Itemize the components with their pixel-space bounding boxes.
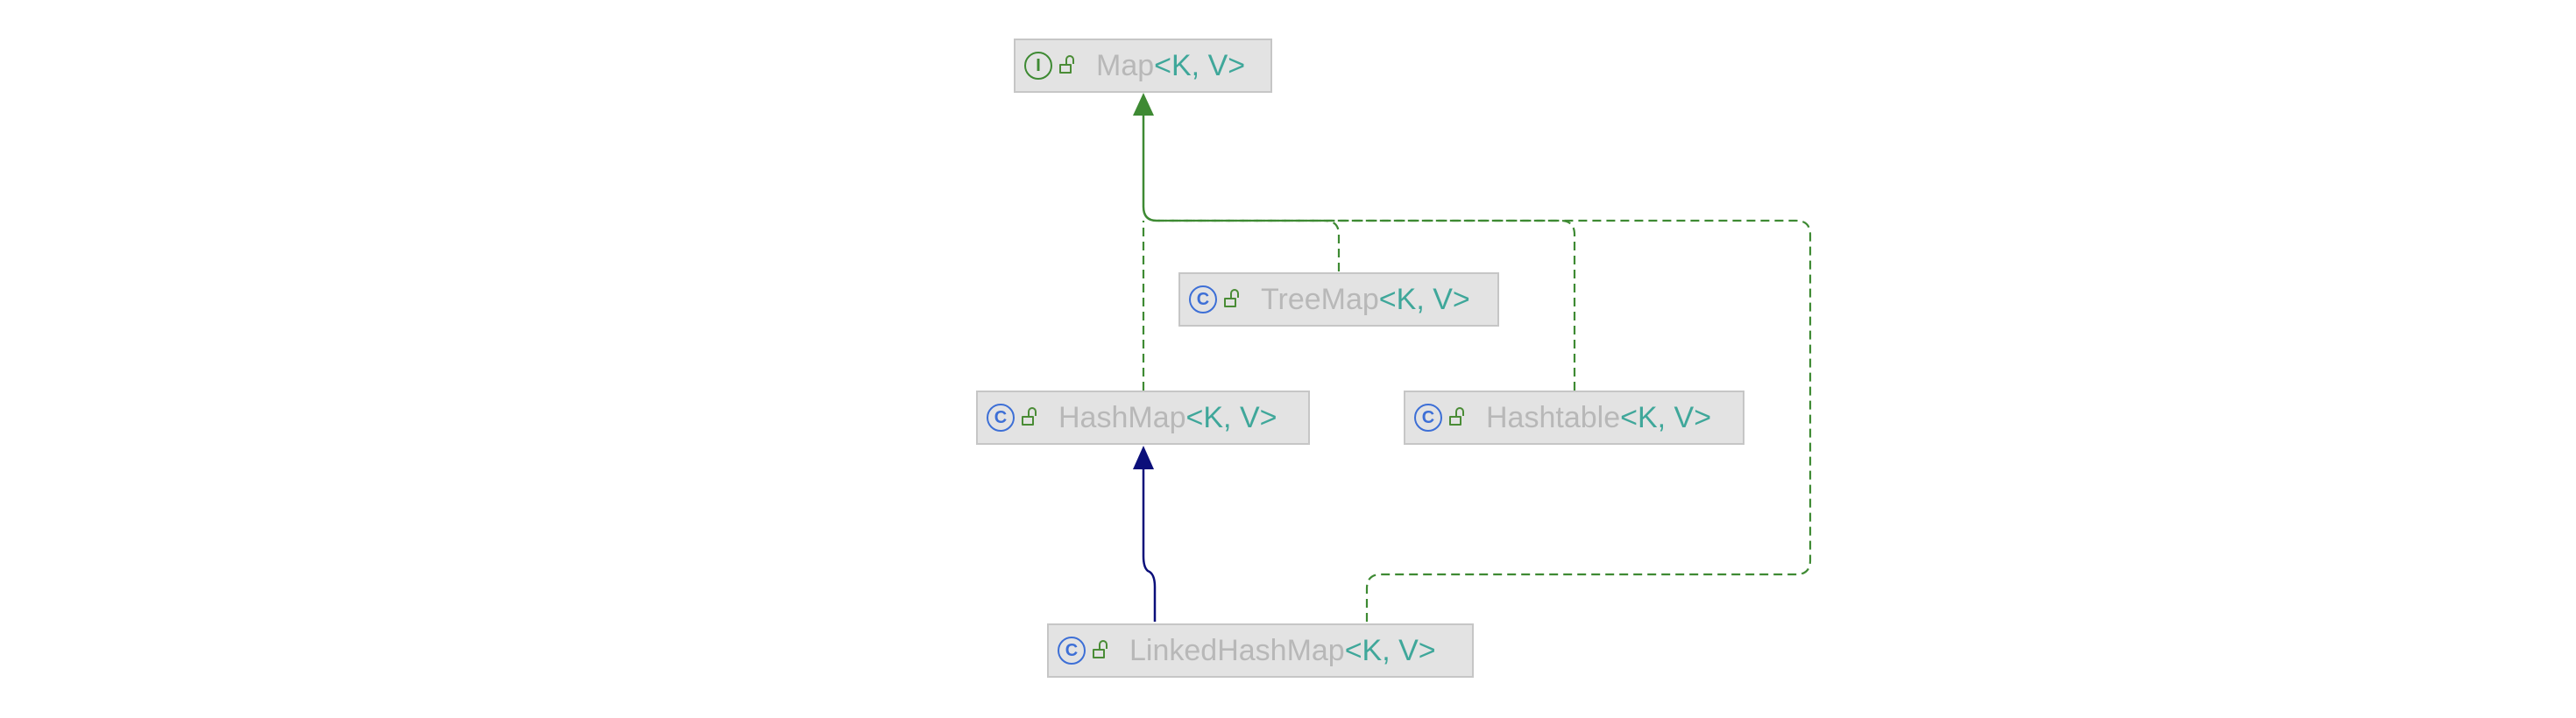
implements-arrowhead	[1133, 93, 1154, 116]
public-lock-icon	[1224, 288, 1242, 311]
type-parameters: <K, V>	[1154, 48, 1246, 82]
class-name: LinkedHashMap	[1129, 633, 1345, 667]
public-lock-icon	[1022, 406, 1039, 429]
node-map[interactable]: I Map <K, V>	[1014, 39, 1272, 93]
node-hashmap[interactable]: C HashMap <K, V>	[976, 391, 1310, 445]
type-parameters: <K, V>	[1344, 633, 1436, 667]
class-name: TreeMap	[1261, 282, 1379, 316]
type-parameters: <K, V>	[1185, 400, 1277, 434]
node-linkedhashmap[interactable]: C LinkedHashMap <K, V>	[1047, 623, 1474, 678]
class-icon: C	[987, 404, 1015, 432]
edge-hashtable-implements-map	[1157, 219, 1576, 391]
class-name: HashMap	[1058, 400, 1186, 434]
node-treemap[interactable]: C TreeMap <K, V>	[1178, 272, 1499, 327]
edge-treemap-implements-map	[1157, 219, 1341, 271]
interface-icon: I	[1024, 52, 1052, 80]
class-name: Hashtable	[1486, 400, 1621, 434]
node-hashtable[interactable]: C Hashtable <K, V>	[1404, 391, 1744, 445]
class-icon: C	[1414, 404, 1442, 432]
extends-arrowhead	[1133, 446, 1154, 469]
implements-trunk	[1142, 116, 1157, 222]
edge-linkedhashmap-extends-hashmap	[1142, 469, 1157, 622]
class-icon: C	[1058, 637, 1086, 665]
type-parameters: <K, V>	[1378, 282, 1470, 316]
class-icon: C	[1189, 285, 1217, 313]
type-parameters: <K, V>	[1620, 400, 1712, 434]
public-lock-icon	[1449, 406, 1467, 429]
public-lock-icon	[1059, 54, 1077, 77]
class-name: Map	[1096, 48, 1155, 82]
edge-linkedhashmap-implements-map	[1157, 219, 1812, 622]
public-lock-icon	[1093, 639, 1110, 662]
